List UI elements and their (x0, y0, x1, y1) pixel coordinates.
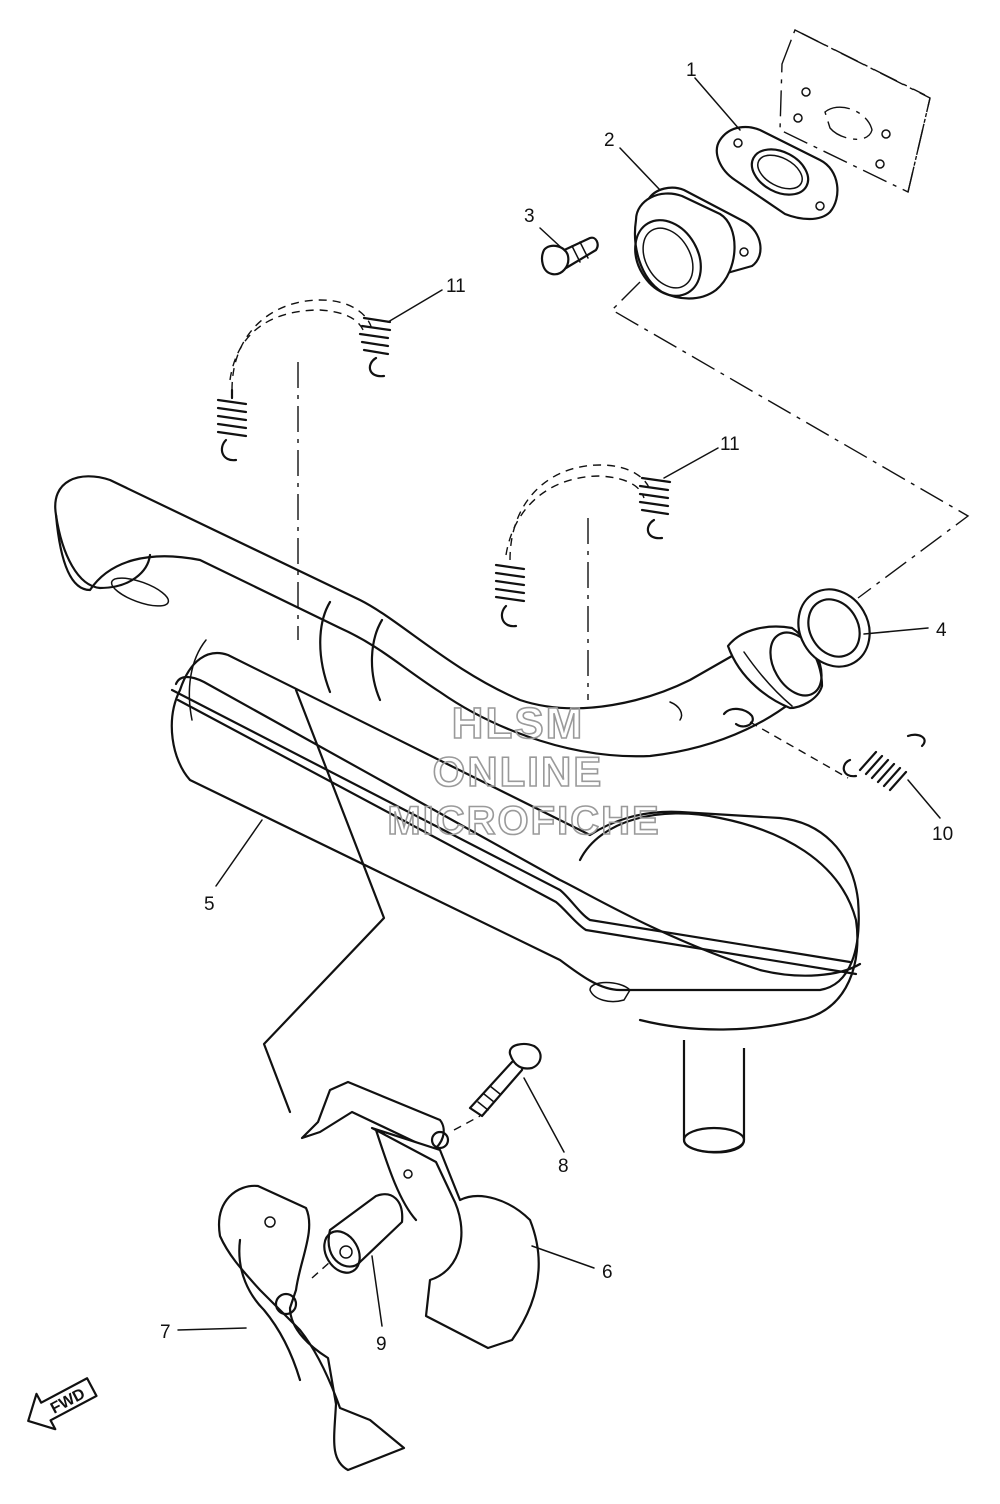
watermark-line-1: HLSM (452, 699, 585, 748)
assembly-reference-lines (262, 281, 970, 1279)
watermark-line-3: MICROFICHE (387, 799, 660, 843)
callout-11-upper: 11 (446, 276, 466, 297)
exhaust-joint-part-2 (633, 186, 762, 300)
engine-block-reference (779, 29, 931, 194)
bracket-part-6 (300, 1080, 540, 1350)
callout-2: 2 (604, 130, 615, 151)
muffler-assembly-part-5 (54, 475, 862, 1154)
callout-numbers: 1 2 3 4 5 6 7 8 9 10 11 11 (160, 60, 953, 1355)
leader-lines (177, 77, 941, 1331)
spring-part-11-upper (216, 299, 392, 462)
bolt-part-3 (541, 236, 599, 276)
callout-3: 3 (524, 206, 535, 227)
callout-10: 10 (932, 824, 953, 845)
bracket-part-7 (217, 1184, 406, 1472)
callout-8: 8 (558, 1156, 569, 1177)
fwd-direction-arrow: FWD (27, 1377, 98, 1431)
spring-part-11-lower (494, 464, 672, 628)
bolt-part-8 (468, 1043, 542, 1118)
callout-6: 6 (602, 1262, 613, 1283)
collar-part-9 (323, 1193, 404, 1274)
gasket-ring-part-4 (797, 588, 871, 668)
watermark-line-2: ONLINE (433, 748, 604, 795)
callout-9: 9 (376, 1334, 387, 1355)
callout-11-lower: 11 (720, 434, 740, 455)
callout-7: 7 (160, 1322, 171, 1343)
gasket-part-1 (715, 125, 839, 221)
watermark: HLSM ONLINE MICROFICHE (387, 698, 660, 844)
callout-5: 5 (204, 894, 215, 915)
callout-4: 4 (936, 620, 947, 641)
spring-part-10 (842, 733, 926, 792)
callout-1: 1 (686, 60, 697, 81)
